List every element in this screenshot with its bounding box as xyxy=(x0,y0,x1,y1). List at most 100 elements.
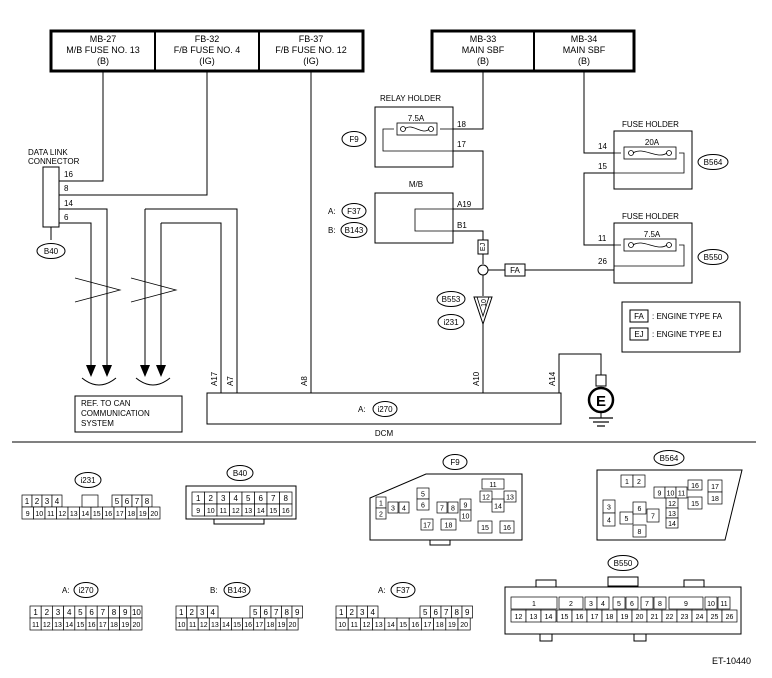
ground-symbol: E xyxy=(587,374,615,427)
f9-pin-13-label: 13 xyxy=(506,495,514,502)
f9-pin-13: 13 xyxy=(503,490,517,503)
f9-pin-15: 15 xyxy=(477,520,493,534)
f37-pin-9: 9 xyxy=(461,605,473,619)
b143-pin-4: 4 xyxy=(207,605,219,619)
b564-pin-13-label: 13 xyxy=(668,511,676,518)
fuse-fb32-id: FB-32 xyxy=(195,34,220,44)
b550-pin-4-label: 4 xyxy=(601,601,605,608)
i231-pin-20-label: 20 xyxy=(150,511,158,518)
legend-fa-text: : ENGINE TYPE FA xyxy=(652,312,723,321)
f9-pin-7-label: 7 xyxy=(440,506,444,513)
b40-pin-13-label: 13 xyxy=(244,508,252,515)
b550-pin-11-label: 11 xyxy=(720,601,727,608)
i270-pin-14-label: 14 xyxy=(65,622,73,629)
b550-pin-19: 19 xyxy=(616,609,633,623)
b564-pin-14: 14 xyxy=(665,517,679,529)
f37-pin-15-label: 15 xyxy=(399,622,407,629)
b550-pin-21: 21 xyxy=(646,609,663,623)
b550-pin-2: 2 xyxy=(558,596,584,610)
b40-pin-12-label: 12 xyxy=(232,508,240,515)
i270-pin-5: 5 xyxy=(74,605,87,619)
i270-pin-6: 6 xyxy=(85,605,98,619)
i231-pin-11-label: 11 xyxy=(47,511,54,518)
b143-view-label: B143 xyxy=(228,586,247,595)
b143-pin-14-label: 14 xyxy=(222,622,230,629)
f37-pin-12: 12 xyxy=(360,617,373,631)
b143-pin-10-label: 10 xyxy=(178,622,186,629)
f37-pin-2-label: 2 xyxy=(350,608,355,617)
b564-pin-4-label: 4 xyxy=(607,518,611,525)
b143-pin-3: 3 xyxy=(196,605,208,619)
f9-pin-5-label: 5 xyxy=(421,492,425,499)
fuse-holder-2-title: FUSE HOLDER xyxy=(622,212,679,221)
b40-pin-14-label: 14 xyxy=(257,508,265,515)
i231-pin-16: 16 xyxy=(102,506,115,520)
b143-pin-20: 20 xyxy=(286,617,299,631)
relay-holder-title: RELAY HOLDER xyxy=(380,94,441,103)
b550-pin-22-label: 22 xyxy=(666,614,674,621)
b143-pin-13-label: 13 xyxy=(211,622,219,629)
dcm-pin-a10: A10 xyxy=(472,371,481,386)
f37-pin-14-label: 14 xyxy=(387,622,395,629)
b550-pin-10-label: 10 xyxy=(707,601,715,608)
f9-pin-7: 7 xyxy=(436,501,448,514)
i270-pin-4: 4 xyxy=(63,605,76,619)
b143-pin-11: 11 xyxy=(186,617,199,631)
b550-pin-16-label: 16 xyxy=(576,614,584,621)
fa-marker: FA xyxy=(510,266,520,275)
f9-pin-8-label: 8 xyxy=(451,506,455,513)
i270-pin-18-label: 18 xyxy=(110,622,118,629)
i231-pin-10: 10 xyxy=(33,506,46,520)
mb-pin-b1: B1 xyxy=(457,221,467,230)
fh1-pin-15: 15 xyxy=(598,162,607,171)
f9-pin-5: 5 xyxy=(416,487,430,500)
b143-pin-16-label: 16 xyxy=(244,622,252,629)
i270-pin-19: 19 xyxy=(119,617,132,631)
i231-pin-19-label: 19 xyxy=(139,511,147,518)
b564-pin-6: 6 xyxy=(632,501,647,515)
i231-pin-10-label: 10 xyxy=(35,511,43,518)
i231-pin-13: 13 xyxy=(67,506,80,520)
i270-pin-15: 15 xyxy=(74,617,87,631)
dcm-conn-prefix: A: xyxy=(358,405,366,414)
f9-pin-17: 17 xyxy=(420,518,434,531)
i231-pin-3-label: 3 xyxy=(45,497,50,506)
b143-pin-19-label: 19 xyxy=(278,622,286,629)
dlc-pin-8: 8 xyxy=(64,184,69,193)
b143-pin-1: 1 xyxy=(175,605,187,619)
b550-pin-20: 20 xyxy=(631,609,648,623)
b550-pin-6-label: 6 xyxy=(630,601,634,608)
b40-pin-3-label: 3 xyxy=(221,494,226,503)
ref-line-3: SYSTEM xyxy=(81,419,114,428)
ref-line-1: REF. TO CAN xyxy=(81,399,131,408)
i231-pin-5-label: 5 xyxy=(115,497,120,506)
b143-pin-13: 13 xyxy=(208,617,221,631)
i231-pin-16-label: 16 xyxy=(104,511,112,518)
b143-pin-12: 12 xyxy=(197,617,210,631)
b143-pin-4-label: 4 xyxy=(211,608,216,617)
i270-pin-8: 8 xyxy=(108,605,120,619)
b40-pin-7: 7 xyxy=(266,491,280,505)
i231-pin-7: 7 xyxy=(131,494,143,508)
b550-pin-20-label: 20 xyxy=(636,614,644,621)
b564-pin-16: 16 xyxy=(687,479,703,491)
joint-area: EJ FA 10 B553 i231 xyxy=(436,239,614,393)
f9-pin-6: 6 xyxy=(416,498,430,511)
i231-pin-14: 14 xyxy=(79,506,92,520)
f9-pin-15-label: 15 xyxy=(481,525,489,532)
b550-pin-9: 9 xyxy=(668,596,704,610)
f37-pin-3: 3 xyxy=(356,605,368,619)
b550-pin-26-label: 26 xyxy=(726,614,734,621)
dlc-pin-16: 16 xyxy=(64,170,73,179)
f9-pin-3-label: 3 xyxy=(391,506,395,513)
legend-ej-code: EJ xyxy=(634,330,643,339)
b550-pin-16: 16 xyxy=(571,609,588,623)
b550-pin-14: 14 xyxy=(540,609,557,623)
relay-pin-17: 17 xyxy=(457,140,466,149)
b40-pin-15: 15 xyxy=(266,503,280,517)
b40-pin-9: 9 xyxy=(191,503,205,517)
